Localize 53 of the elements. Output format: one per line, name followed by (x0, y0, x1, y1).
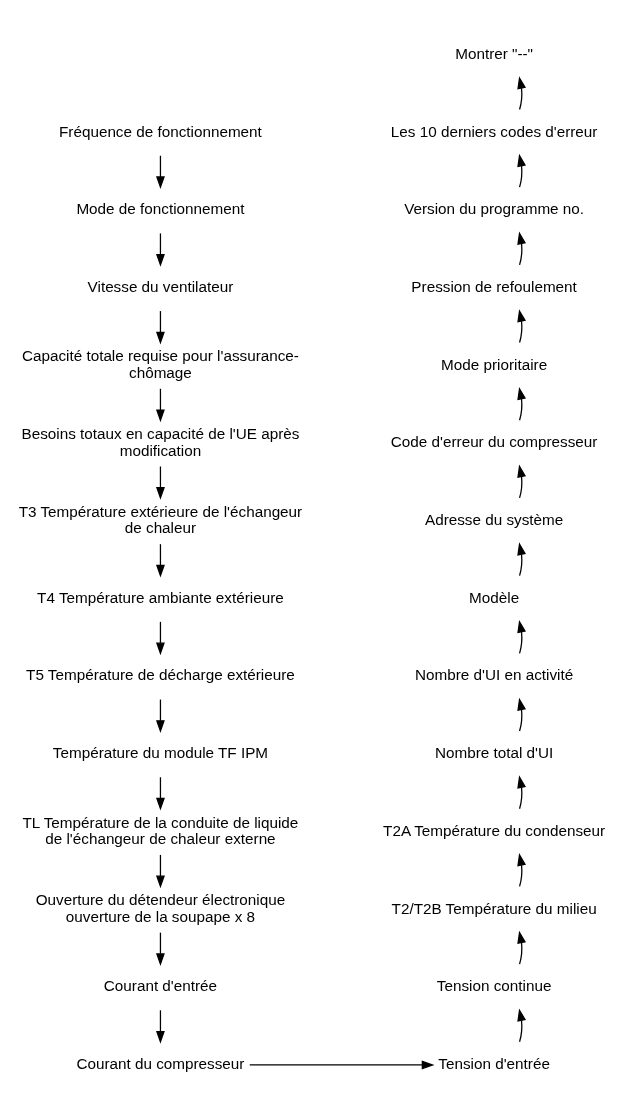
arrow (156, 232, 165, 267)
node-text: Mode de fonctionnement (76, 199, 245, 217)
arrow (517, 774, 526, 809)
node-text: T5 Température de décharge extérieure (26, 665, 295, 683)
arrow (517, 231, 526, 265)
node-text: Adresse du système (424, 510, 564, 528)
arrow (517, 930, 526, 965)
node-text: Vitesse du ventilateur (87, 277, 234, 295)
arrow (156, 309, 165, 344)
node-text: Courant du compresseur (76, 1054, 245, 1072)
node-text: T2/T2B Température du milieu (391, 899, 597, 917)
arrow (517, 1007, 526, 1042)
arrow (517, 308, 526, 343)
arrow (156, 776, 165, 811)
arrow (156, 853, 165, 888)
arrow (156, 154, 165, 189)
arrow (156, 387, 165, 422)
arrow (249, 1060, 435, 1069)
node-text: Pression de refoulement (411, 277, 577, 295)
node-text: Besoins totaux en capacité de l'UE après modification (21, 424, 300, 459)
arrow (517, 464, 526, 499)
node-text: Tension continue (436, 976, 552, 994)
node-text: T3 Température extérieure de l'échangeur de chaleur (18, 502, 303, 536)
arrow (156, 1009, 165, 1044)
node-text: Tension d'entrée (438, 1054, 550, 1072)
node-text: Capacité totale requise pour l'assurance-chômage (21, 346, 299, 381)
node-text: Code d'erreur du compresseur (390, 432, 598, 450)
node-text: Version du programme no. (404, 199, 585, 217)
arrow (517, 386, 526, 421)
arrow (517, 153, 526, 188)
node-text: Courant d'entrée (103, 976, 218, 994)
node-text: Modèle (469, 588, 520, 606)
arrow (156, 465, 165, 500)
arrow (517, 619, 526, 654)
arrow (517, 852, 526, 887)
node-text: Température du module TF IPM (52, 743, 269, 761)
node-text: Nombre total d'UI (434, 743, 554, 761)
arrow (156, 931, 165, 966)
node-text: Fréquence de fonctionnement (59, 122, 262, 140)
node-text: Montrer "--" (455, 44, 534, 62)
arrow (156, 543, 165, 578)
arrow (517, 697, 526, 732)
node-text: TL Température de la conduite de liquide de l'échangeur de chaleur externe (22, 813, 299, 847)
arrow (156, 698, 165, 733)
arrow (517, 541, 526, 576)
node-text: Mode prioritaire (441, 355, 548, 373)
node-text: T2A Température du condenseur (383, 821, 606, 839)
node-text: Les 10 derniers codes d'erreur (390, 122, 598, 140)
node-text: Nombre d'UI en activité (415, 665, 574, 683)
arrow (156, 620, 165, 655)
node-text: Ouverture du détendeur électronique ouverture de la soupape x 8 (35, 890, 286, 925)
node-text: T4 Température ambiante extérieure (37, 588, 284, 606)
arrow (517, 75, 526, 110)
